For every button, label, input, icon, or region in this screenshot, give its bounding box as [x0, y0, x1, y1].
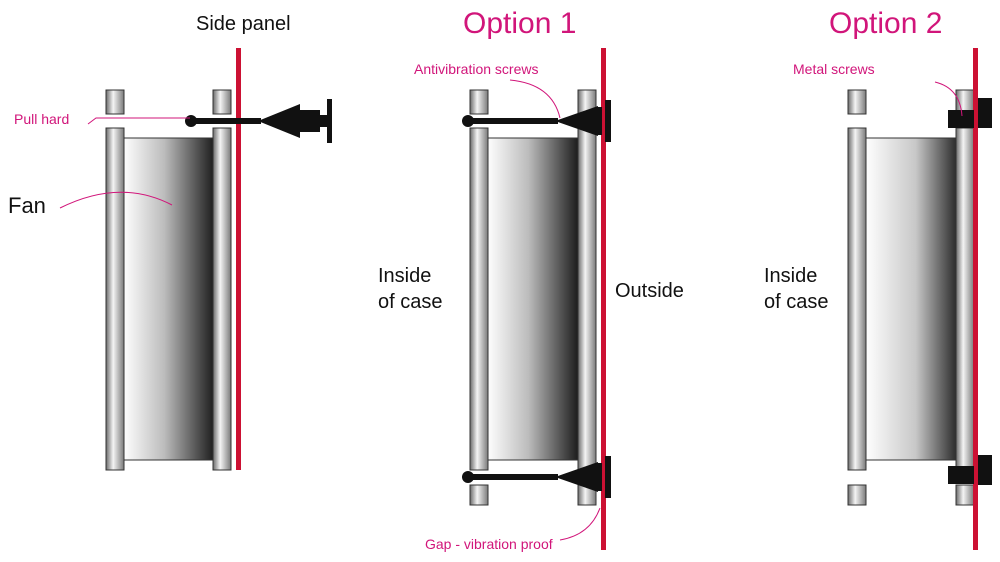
frame-stub-bottom-right-option2 — [955, 484, 975, 506]
fan-frame-left — [105, 127, 125, 471]
frame-stub-bottom-left-option1 — [469, 484, 489, 506]
option2-title: Option 2 — [829, 7, 942, 40]
frame-stub-bottom-left-option2 — [847, 484, 867, 506]
metal-screws-leader — [934, 81, 963, 117]
fan-frame-right-option2 — [955, 127, 975, 471]
fan-body-option2 — [864, 137, 958, 461]
option1-title: Option 1 — [463, 7, 576, 40]
side-panel-label: Side panel — [196, 13, 291, 35]
inside-of-case-label-2-line2: of case — [764, 291, 828, 313]
side-panel-option1 — [601, 48, 606, 550]
inside-of-case-label-1-line2: of case — [378, 291, 442, 313]
frame-stub-left — [105, 89, 125, 115]
metal-screw-bottom — [948, 455, 992, 485]
fan-frame-right-option1 — [577, 127, 597, 471]
antivibration-leader — [509, 79, 561, 119]
inside-of-case-label-1-line1: Inside — [378, 265, 431, 287]
side-panel-option2 — [973, 48, 978, 550]
side-panel — [236, 48, 241, 470]
outside-label: Outside — [615, 280, 684, 302]
frame-stub-top-left-option2 — [847, 89, 867, 115]
metal-screws-label: Metal screws — [793, 61, 875, 77]
frame-stub-top-left-option1 — [469, 89, 489, 115]
option2-diagram: Option 2 Metal screws Inside of case — [764, 7, 992, 550]
fan-body-option1 — [486, 137, 580, 461]
frame-stub-right — [212, 89, 232, 115]
metal-screw-top — [948, 98, 992, 128]
antivibration-screw-bottom — [462, 456, 611, 498]
fan-body — [122, 137, 216, 461]
fan-frame-right — [212, 127, 232, 471]
option1-diagram: Option 1 Antivibration screws Inside o — [378, 7, 684, 552]
pull-hard-leader — [87, 117, 190, 125]
left-diagram: Side panel Pull hard Fan — [8, 13, 332, 471]
pull-hard-label: Pull hard — [14, 111, 69, 127]
inside-of-case-label-2-line1: Inside — [764, 265, 817, 287]
fan-leader — [59, 191, 173, 209]
antivibration-screws-label: Antivibration screws — [414, 61, 539, 77]
fan-frame-left-option2 — [847, 127, 867, 471]
antivibration-screw-pulled — [185, 99, 332, 143]
fan-label: Fan — [8, 193, 46, 218]
antivibration-screw-top — [462, 100, 611, 142]
gap-vibration-proof-label: Gap - vibration proof — [425, 536, 553, 552]
fan-frame-left-option1 — [469, 127, 489, 471]
gap-leader — [559, 507, 601, 541]
